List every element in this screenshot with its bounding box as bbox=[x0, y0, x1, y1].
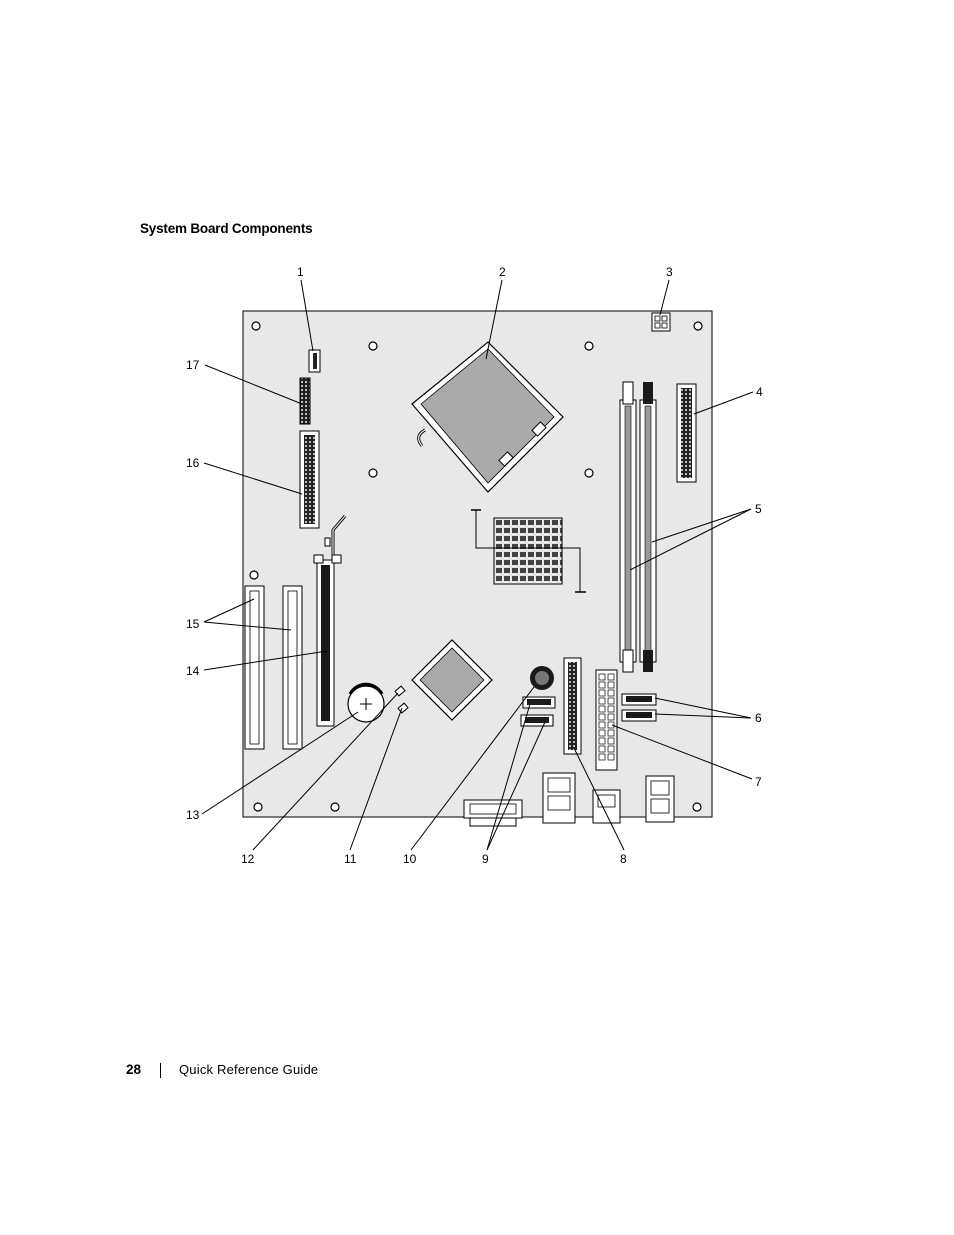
guide-title: Quick Reference Guide bbox=[179, 1062, 319, 1077]
callout-6: 6 bbox=[755, 711, 762, 725]
power-connector-12v bbox=[651, 312, 671, 332]
io-controller-chip bbox=[411, 639, 493, 721]
callout-1: 1 bbox=[297, 265, 304, 279]
drive-connector bbox=[299, 430, 320, 529]
callout-10: 10 bbox=[403, 852, 417, 866]
callout-11: 11 bbox=[344, 852, 357, 866]
processor-socket bbox=[411, 341, 564, 493]
callout-12: 12 bbox=[241, 852, 255, 866]
callout-leader-lines bbox=[201, 279, 754, 851]
page-number: 28 bbox=[126, 1062, 142, 1077]
callout-4: 4 bbox=[756, 385, 763, 399]
callout-15: 15 bbox=[186, 617, 200, 631]
callout-8: 8 bbox=[620, 852, 627, 866]
password-jumper bbox=[397, 702, 409, 714]
callout-13: 13 bbox=[186, 808, 200, 822]
main-power-connector bbox=[595, 669, 618, 771]
callout-14: 14 bbox=[186, 664, 200, 678]
sata-connectors-right bbox=[621, 693, 657, 722]
section-heading: System Board Components bbox=[140, 221, 313, 236]
battery-socket bbox=[347, 682, 385, 723]
front-panel-header bbox=[299, 377, 311, 425]
pci-express-slot bbox=[313, 515, 347, 727]
callout-16: 16 bbox=[186, 456, 200, 470]
mounting-holes bbox=[249, 321, 703, 812]
fan-connector bbox=[308, 349, 321, 373]
ide-connector bbox=[676, 383, 697, 483]
callout-5: 5 bbox=[755, 502, 762, 516]
callout-17: 17 bbox=[186, 358, 200, 372]
speaker bbox=[530, 666, 554, 690]
sata-connectors-left bbox=[520, 696, 556, 727]
floppy-connector bbox=[563, 657, 582, 755]
memory-slots bbox=[619, 381, 657, 673]
callout-7: 7 bbox=[755, 775, 762, 789]
callout-3: 3 bbox=[666, 265, 673, 279]
footer-divider bbox=[160, 1063, 161, 1078]
pci-slots bbox=[244, 585, 303, 750]
callout-2: 2 bbox=[499, 265, 506, 279]
callout-9: 9 bbox=[482, 852, 489, 866]
chipset-heatsink bbox=[471, 509, 586, 593]
